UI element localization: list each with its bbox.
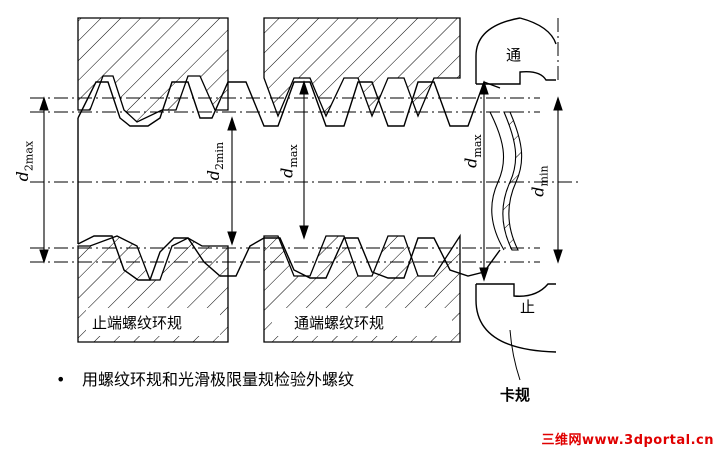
go-ring-label: 通端螺纹环规: [294, 314, 385, 332]
go-ring-label-box: [272, 308, 452, 336]
snap-gauge-lower-jaw: [475, 283, 557, 353]
go-ring-gauge: [263, 17, 461, 343]
snap-gauge-upper-jaw: [475, 17, 557, 85]
caption-text: 用螺纹环规和光滑极限量规检验外螺纹: [82, 370, 355, 389]
nogo-ring-label-box: [86, 308, 220, 336]
snap-gauge-label: 卡规: [500, 386, 531, 404]
caption-bullet: •: [56, 370, 66, 389]
nogo-ring-label: 止端螺纹环规: [92, 314, 183, 332]
go-mark: 通: [506, 46, 522, 64]
break-section: [489, 111, 523, 251]
caption: • 用螺纹环规和光滑极限量规检验外螺纹: [56, 366, 354, 390]
center-lines: [30, 18, 580, 263]
nogo-mark: 止: [520, 298, 536, 316]
dimension-lines: [39, 80, 563, 282]
go-ring-top-section: [263, 17, 461, 118]
external-thread-profile: [77, 81, 501, 281]
watermark: 三维网www.3dportal.cn: [541, 433, 714, 448]
snap-gauge: [475, 17, 557, 353]
